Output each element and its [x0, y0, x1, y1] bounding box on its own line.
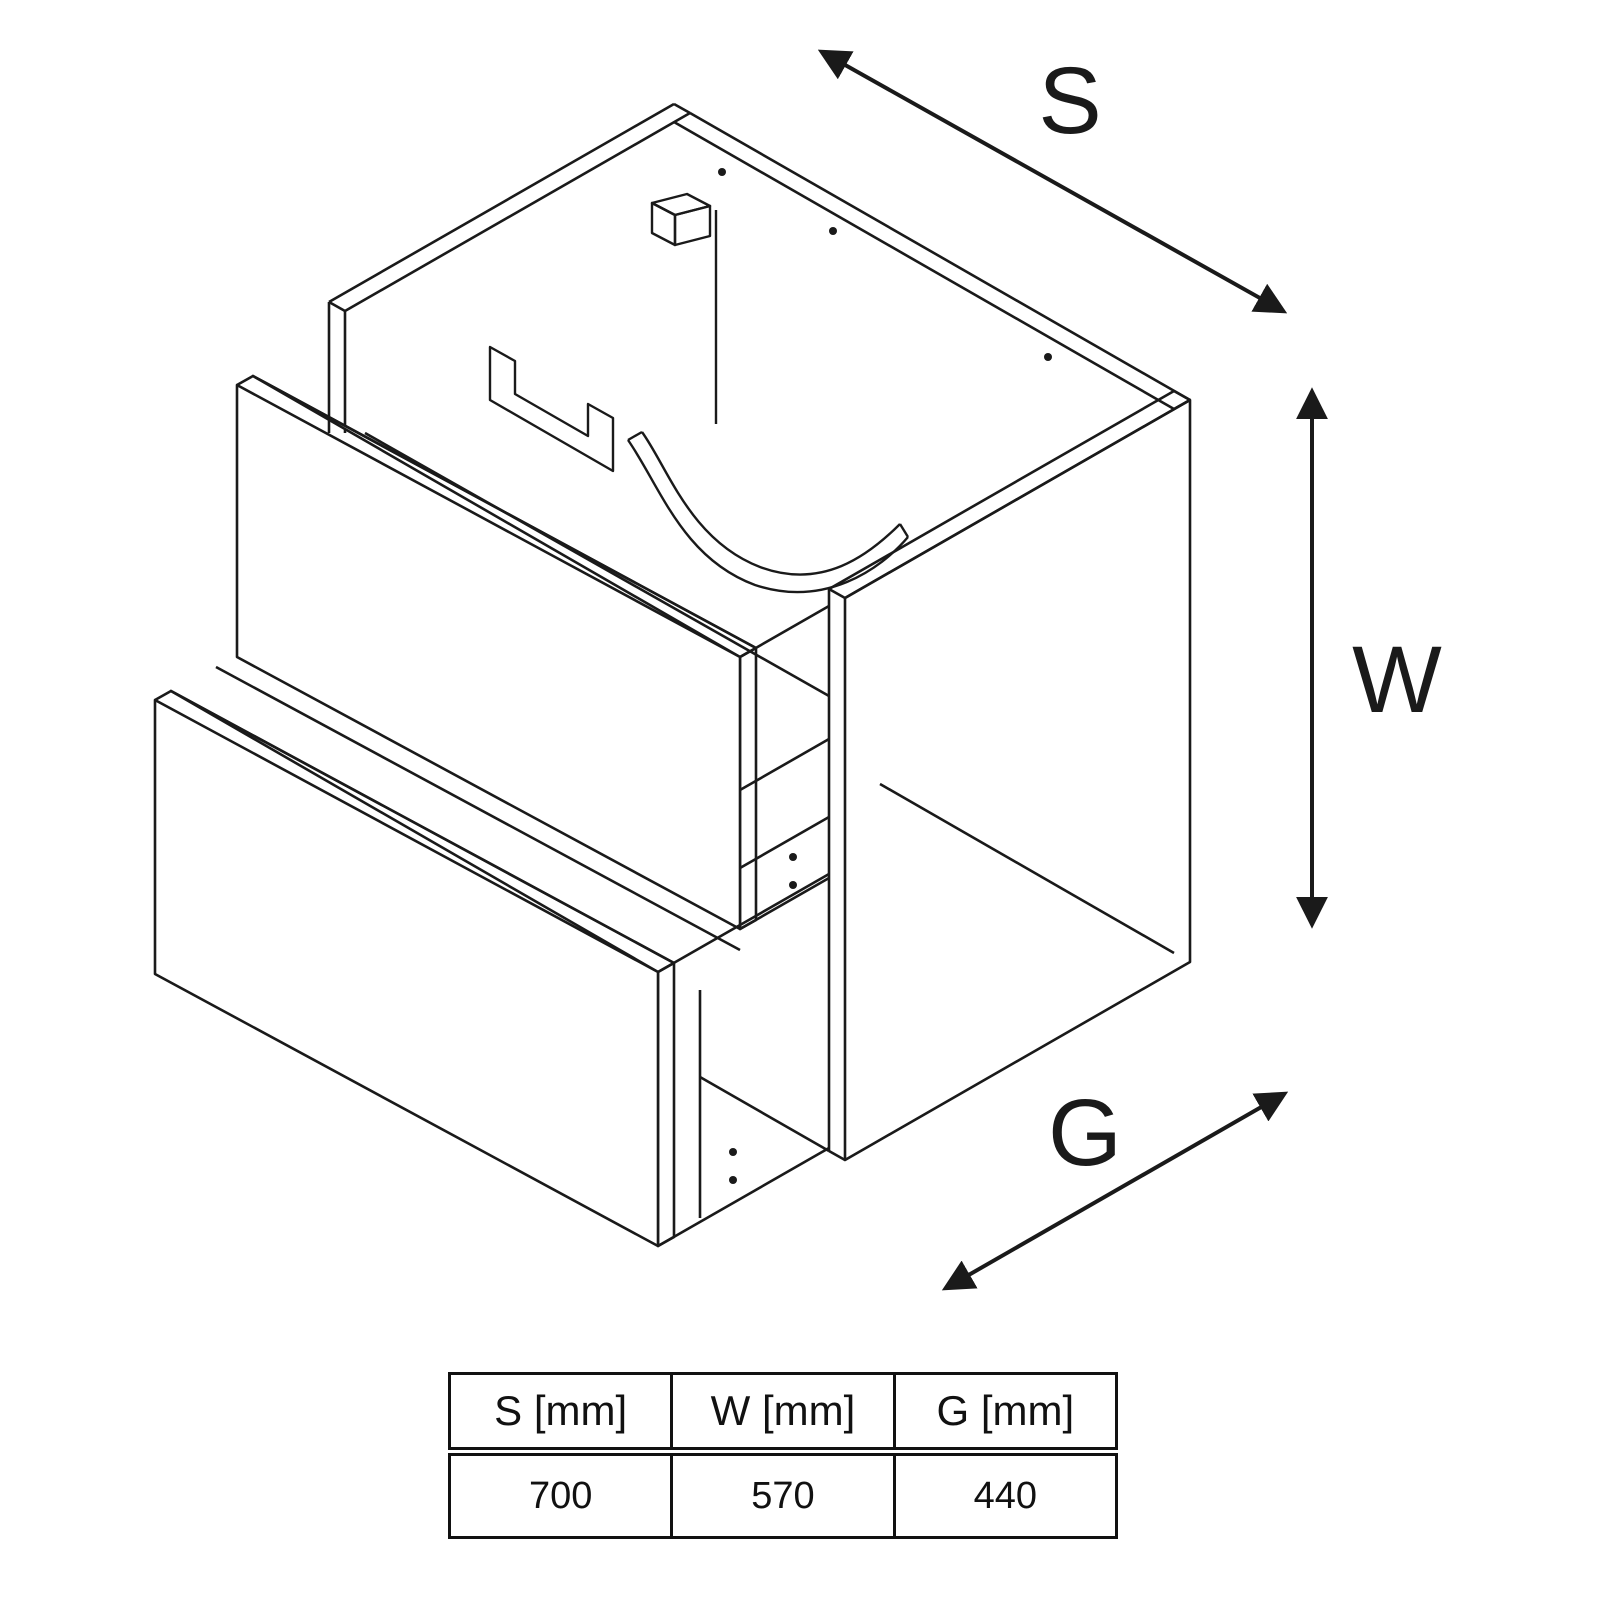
table-header-w: W [mm] — [670, 1372, 896, 1456]
right-panel-top-front-cap — [828, 587, 846, 600]
siphon-cutout-curve-lower — [627, 439, 909, 594]
table-values-row: 700 570 440 — [447, 1450, 1119, 1539]
dimensions-table-container: S [mm] W [mm] G [mm] 700 570 440 — [447, 1372, 1119, 1539]
left-panel-top-outer-edge — [328, 102, 675, 304]
lower-drawer-box-back-edge — [215, 665, 741, 952]
upper-drawer — [235, 374, 830, 931]
drawer-back-notch-channel — [488, 345, 615, 473]
bracket-top-face — [650, 192, 712, 217]
mounting-and-plumbing-details — [488, 192, 910, 594]
screw-hole-dot — [789, 881, 797, 889]
bottom-front-interior-edge — [699, 1075, 830, 1153]
lower-drawer-side-bottom-rail — [657, 1146, 830, 1248]
screw-holes — [718, 168, 1052, 1184]
right-panel-top-back-cap — [1173, 389, 1191, 402]
siphon-cutout-cap-left — [627, 430, 643, 442]
left-panel-front-cap — [328, 300, 346, 313]
bracket-front-face — [650, 201, 677, 247]
screw-hole-dot — [1044, 353, 1052, 361]
upper-drawer-side-top-rail — [739, 604, 830, 659]
table-header-s: S [mm] — [447, 1372, 674, 1456]
screw-hole-dot — [829, 227, 837, 235]
w-dimension-label: W — [1352, 627, 1442, 733]
drawer-runner-upper — [739, 737, 830, 792]
back-panel-top-inner-edge — [673, 120, 1175, 411]
back-panel-top-outer-edge — [689, 111, 1191, 402]
g-dimension-arrow — [941, 1091, 1289, 1291]
screw-hole-dot — [718, 168, 726, 176]
table-value-g: 440 — [892, 1450, 1119, 1539]
table-header-g: G [mm] — [892, 1372, 1119, 1456]
right-panel-top-inner-edge — [828, 389, 1175, 591]
upper-drawer-side-bottom-rail — [739, 876, 830, 931]
table-header-row: S [mm] W [mm] G [mm] — [447, 1372, 1119, 1456]
cabinet-carcass — [327, 102, 1192, 1162]
g-dimension-label: G — [1048, 1080, 1122, 1186]
left-panel-top-inner-edge — [344, 111, 691, 313]
lower-drawer — [153, 665, 830, 1248]
screw-hole-dot — [729, 1176, 737, 1184]
screw-hole-dot — [729, 1148, 737, 1156]
right-panel-outer-face — [843, 398, 1192, 1162]
screw-hole-dot — [789, 853, 797, 861]
drawer-runner-lower — [739, 815, 830, 870]
back-bottom-interior-edge — [879, 782, 1175, 955]
bracket-right-face — [673, 204, 712, 247]
table-value-s: 700 — [447, 1450, 674, 1539]
dimensions-table: S [mm] W [mm] G [mm] 700 570 440 — [447, 1372, 1119, 1539]
siphon-cutout-curve-upper — [641, 431, 901, 576]
siphon-cutout-cap-right — [898, 523, 910, 538]
table-value-w: 570 — [670, 1450, 896, 1539]
left-panel-back-cap — [673, 102, 691, 115]
lower-drawer-side-top-rail — [657, 872, 830, 974]
s-dimension-label: S — [1038, 48, 1101, 154]
right-panel-bottom-cap — [828, 1149, 846, 1162]
dimension-arrows — [817, 49, 1328, 1291]
upper-drawer-box-back-edge — [364, 431, 830, 698]
s-dimension-arrow — [817, 49, 1288, 314]
